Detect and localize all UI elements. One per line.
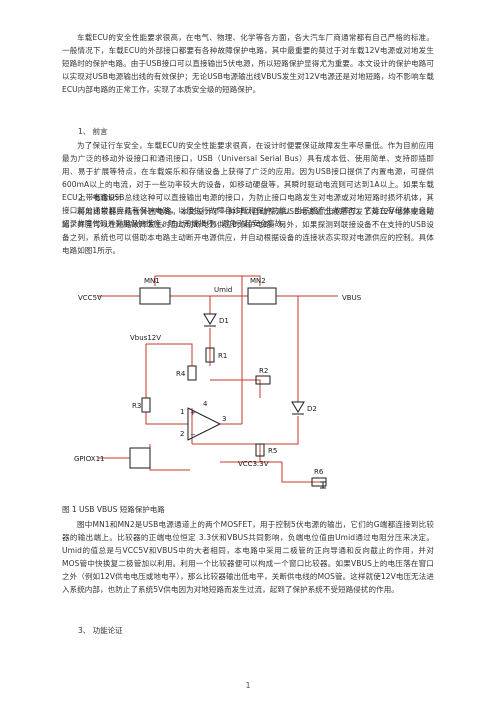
label-vcc33: VCC3.3V — [238, 460, 269, 468]
gpio-transistor — [129, 447, 151, 469]
resistor-r5 — [255, 443, 265, 457]
label-vbus: VBUS — [342, 294, 362, 302]
wire-gpio-fet — [149, 444, 190, 471]
comparator-pin4: 4 — [203, 400, 208, 408]
label-mn2: MN2 — [250, 277, 266, 285]
section-heading-preface: 1、 前言 — [78, 127, 108, 136]
section-heading-analysis: 3、 功能论证 — [78, 626, 123, 635]
page-number: 1 — [245, 681, 251, 690]
comparator-pin1: 1 — [180, 408, 184, 416]
mosfet-mn1 — [139, 287, 171, 305]
label-r6: R6 — [314, 468, 324, 476]
label-r5: R5 — [268, 447, 277, 455]
wire-r2-node — [210, 379, 261, 398]
label-vcc5v: VCC5V — [78, 294, 102, 302]
figure-caption: 图 1 USB VBUS 短路保护电路 — [62, 505, 165, 514]
intro-paragraph: 车载ECU的安全性能要求很高，在电气、物理、化学等各方面，各大汽车厂商通常都有自… — [62, 33, 434, 94]
label-r2: R2 — [259, 367, 268, 375]
label-r3: R3 — [132, 402, 141, 410]
wire-vbus12v — [146, 343, 193, 366]
label-mn1: MN1 — [144, 277, 160, 285]
mosfet-mn2 — [247, 287, 277, 305]
label-umid: Umid — [214, 286, 232, 294]
diode-d1 — [203, 313, 217, 327]
wire-minus-input — [145, 412, 188, 425]
label-r1: R1 — [218, 352, 227, 360]
label-d2: D2 — [307, 405, 317, 413]
wire-d2-return — [192, 416, 299, 445]
section-heading-design: 2、 电路设计 — [78, 193, 123, 202]
comparator-pin3: 3 — [222, 415, 226, 423]
resistor-r3 — [141, 397, 151, 413]
comparator-pin2: 2 — [180, 430, 184, 438]
resistor-r1 — [205, 347, 215, 363]
explanation-paragraph: 图中MN1和MN2是USB电源通道上的两个MOSFET，用于控制5伏电源的输出，… — [62, 520, 434, 594]
resistor-r4 — [187, 365, 197, 381]
design-paragraph: 利用比较器并结合外围电路，本文设计了一种可以自动探测USB电源输出线是否发了对1… — [62, 207, 434, 255]
comparator-plus: + — [190, 409, 196, 417]
resistor-r2 — [255, 375, 271, 385]
circuit-figure: VCC5V MN1 MN2 VBUS Umid D1 D2 R1 R2 R3 R… — [70, 248, 430, 500]
comparator-symbol — [187, 407, 222, 441]
label-r4: R4 — [176, 370, 186, 378]
circuit-wires — [98, 275, 338, 483]
label-gpio: GPIOX11 — [74, 455, 104, 463]
label-d1: D1 — [219, 317, 229, 325]
label-vbus12v: Vbus12V — [130, 334, 161, 342]
circuit-schematic: VCC5V MN1 MN2 VBUS Umid D1 D2 R1 R2 R3 R… — [74, 275, 362, 489]
wire-gate-link — [154, 275, 261, 286]
diode-d2 — [291, 401, 305, 415]
comparator-minus: − — [190, 431, 196, 439]
wire-r6 — [281, 462, 326, 483]
ground-symbol — [320, 481, 326, 489]
preface-paragraph: 为了保证行车安全，车载ECU的安全性能要求很高，在设计时便要保证故障发生率尽量低… — [62, 141, 434, 228]
